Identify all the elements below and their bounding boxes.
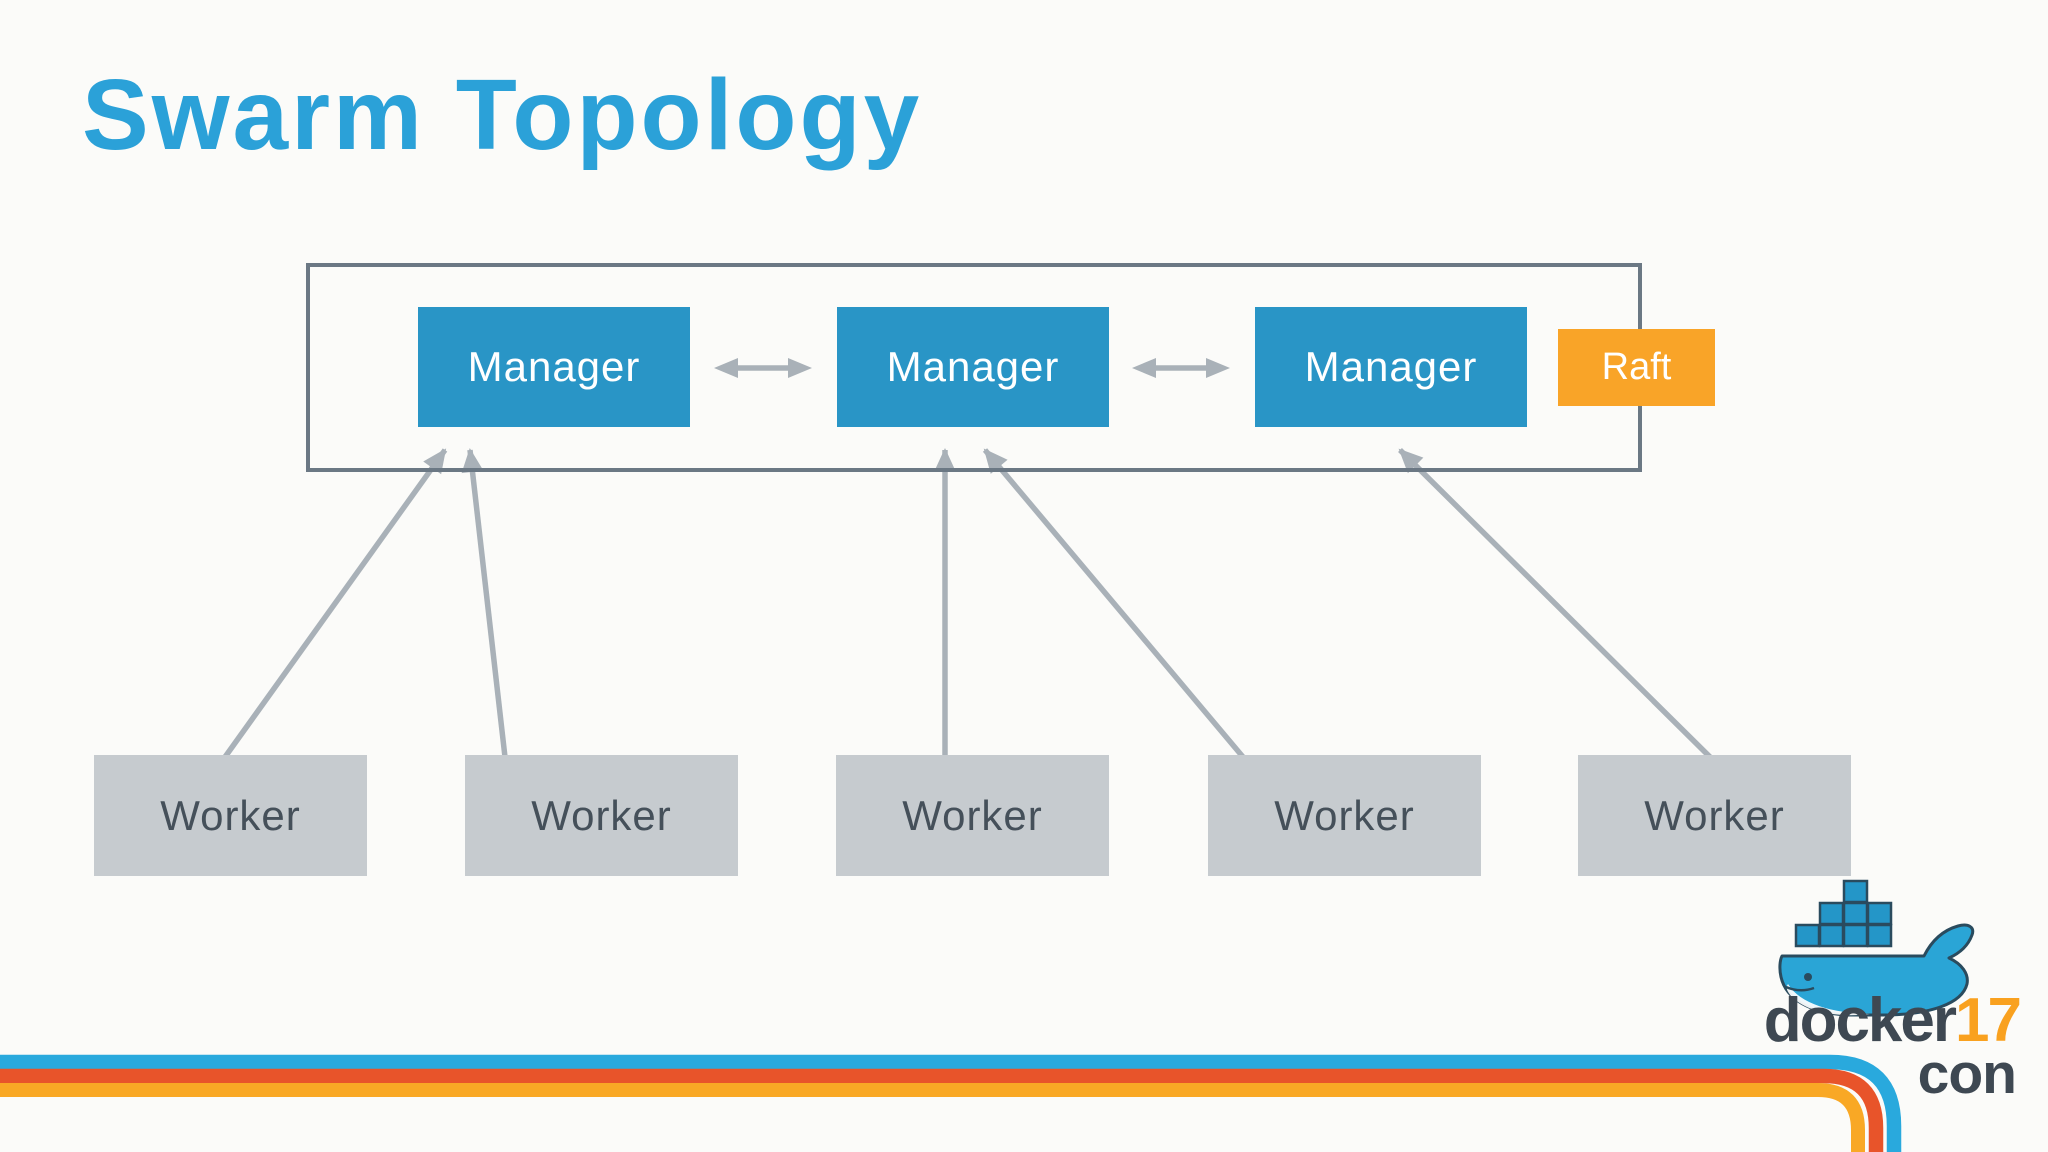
manager-2-label: Manager xyxy=(886,343,1060,390)
docker-whale-icon xyxy=(1778,879,1975,1017)
footer-stripe-amber xyxy=(0,1083,1865,1152)
footer-stripes xyxy=(0,1054,1902,1152)
manager-box-3: Manager xyxy=(1255,307,1527,427)
worker-5-label: Worker xyxy=(1644,791,1785,839)
worker2-to-manager1-arrow xyxy=(461,448,508,758)
worker5-to-manager3-arrow xyxy=(1398,448,1712,759)
worker-1-label: Worker xyxy=(160,791,301,839)
dockercon-year: 17 xyxy=(1955,986,2022,1055)
worker-box-3: Worker xyxy=(836,755,1109,876)
worker-2-label: Worker xyxy=(531,791,672,839)
worker-box-5: Worker xyxy=(1578,755,1851,876)
worker-box-2: Worker xyxy=(465,755,738,876)
worker-box-1: Worker xyxy=(94,755,367,876)
worker4-to-manager2-arrow xyxy=(982,448,1246,759)
manager-1-label: Manager xyxy=(467,343,641,390)
worker-box-4: Worker xyxy=(1208,755,1481,876)
footer-stripe-red xyxy=(0,1068,1884,1152)
manager1-manager2-arrow xyxy=(714,358,812,378)
manager2-manager3-arrow xyxy=(1132,358,1230,378)
manager-box-2: Manager xyxy=(837,307,1109,427)
footer-stripe-blue xyxy=(0,1054,1902,1152)
dockercon-brand: docker xyxy=(1763,986,1957,1055)
worker-4-label: Worker xyxy=(1274,791,1415,839)
worker1-to-manager1-arrow xyxy=(222,448,448,759)
dockercon-suffix: con xyxy=(1917,1042,2017,1106)
page-title: Swarm Topology xyxy=(82,59,923,171)
dockercon-wordmark: docker17 con xyxy=(1758,990,2022,1106)
manager-box-1: Manager xyxy=(418,307,690,427)
manager-3-label: Manager xyxy=(1304,343,1478,390)
worker-3-label: Worker xyxy=(902,791,1043,839)
raft-label: Raft xyxy=(1601,346,1672,388)
raft-badge: Raft xyxy=(1558,329,1715,406)
